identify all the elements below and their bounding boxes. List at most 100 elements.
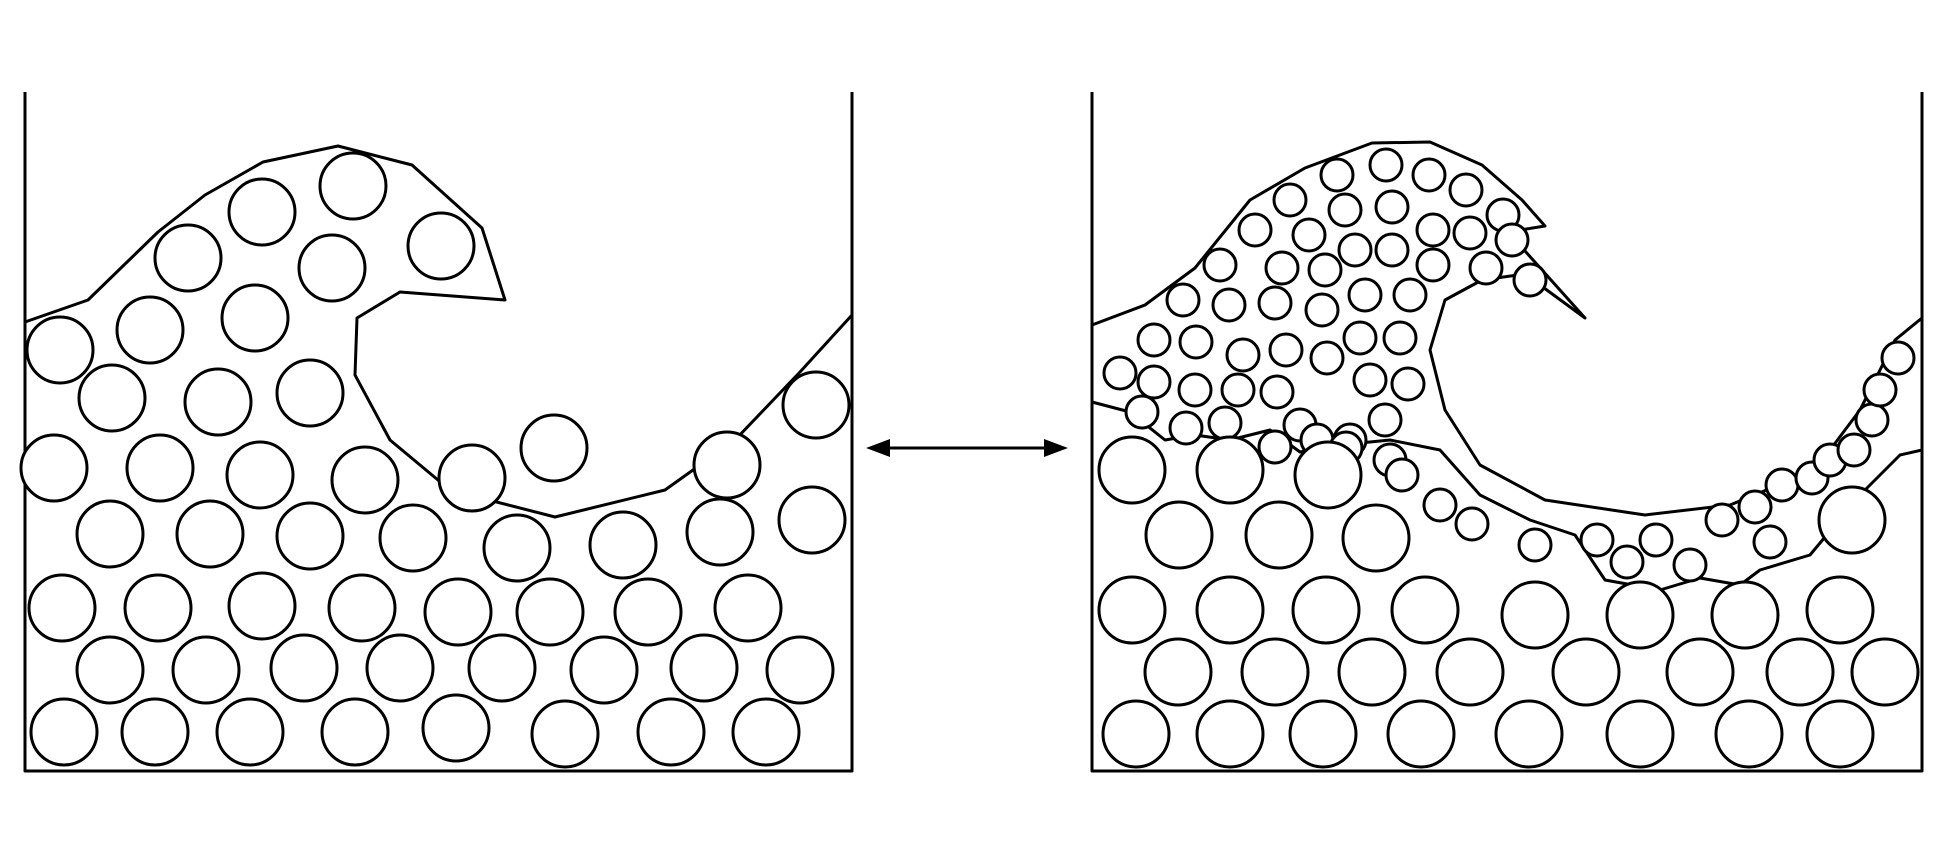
- small-particle: [1202, 247, 1238, 283]
- left-panel: [19, 92, 854, 773]
- large-particle: [1817, 485, 1887, 555]
- small-particle: [1415, 212, 1451, 248]
- small-particle: [1207, 405, 1243, 441]
- large-particle: [1337, 637, 1407, 707]
- large-particle: [1341, 503, 1411, 573]
- large-particle: [1195, 435, 1265, 505]
- large-particle: [482, 513, 552, 583]
- large-particle: [1293, 440, 1363, 510]
- large-particle: [1244, 500, 1314, 570]
- large-particle: [777, 485, 847, 555]
- small-particle: [1374, 189, 1410, 225]
- small-particle: [1517, 527, 1553, 563]
- small-particle: [1422, 487, 1458, 523]
- small-particle: [1411, 157, 1447, 193]
- small-particle: [1102, 355, 1138, 391]
- large-particle: [175, 499, 245, 569]
- large-particle: [569, 635, 639, 705]
- large-particle: [1665, 637, 1735, 707]
- large-particle: [1288, 699, 1358, 769]
- small-particle: [1124, 394, 1160, 430]
- small-particle: [1337, 232, 1373, 268]
- large-particle: [19, 433, 89, 503]
- small-particle: [1237, 212, 1273, 248]
- large-particle: [1143, 637, 1213, 707]
- small-particle: [1862, 372, 1898, 408]
- small-particle: [1225, 337, 1261, 373]
- large-particle: [1805, 699, 1875, 769]
- large-particle: [692, 430, 762, 500]
- large-particle: [1765, 637, 1835, 707]
- small-particle: [1347, 277, 1383, 313]
- right-panel: [1090, 92, 1924, 773]
- large-particle: [77, 363, 147, 433]
- small-particle: [1367, 402, 1403, 438]
- small-particle: [1415, 247, 1451, 283]
- small-particle: [1165, 282, 1201, 318]
- large-particle: [125, 433, 195, 503]
- large-particle: [588, 510, 658, 580]
- large-particle: [467, 633, 537, 703]
- small-particle: [1468, 250, 1504, 286]
- small-particle: [1304, 292, 1340, 328]
- small-particle: [1452, 215, 1488, 251]
- large-particle: [297, 233, 367, 303]
- small-particle: [1327, 192, 1363, 228]
- small-particle: [1384, 457, 1420, 493]
- container-outline: [1090, 92, 1924, 773]
- large-particle: [1291, 575, 1361, 645]
- small-particle: [1737, 489, 1773, 525]
- large-particle: [669, 633, 739, 703]
- large-particle: [75, 499, 145, 569]
- layer-boundary-line: [1091, 400, 1923, 592]
- large-particle: [1195, 699, 1265, 769]
- small-particle: [1454, 506, 1490, 542]
- small-particle: [1168, 410, 1204, 446]
- small-particle: [1136, 322, 1172, 358]
- large-particle: [123, 573, 193, 643]
- large-particle: [153, 223, 223, 293]
- small-particle: [1448, 172, 1484, 208]
- small-particle: [1309, 340, 1345, 376]
- large-particle: [1805, 575, 1875, 645]
- large-particle: [613, 577, 683, 647]
- large-particle: [1195, 575, 1265, 645]
- large-particle: [29, 697, 99, 767]
- large-particle: [519, 413, 589, 483]
- large-particle: [120, 697, 190, 767]
- small-particle: [1672, 547, 1708, 583]
- large-particle: [1240, 637, 1310, 707]
- small-particle: [1579, 522, 1615, 558]
- large-particle: [1390, 575, 1460, 645]
- small-particle: [1272, 182, 1308, 218]
- small-particle: [1220, 372, 1256, 408]
- large-particle: [1710, 580, 1780, 650]
- small-particle: [1764, 467, 1800, 503]
- small-particle: [1257, 285, 1293, 321]
- large-particle: [685, 497, 755, 567]
- large-particle: [1551, 637, 1621, 707]
- large-particle: [227, 177, 297, 247]
- small-particle: [1752, 524, 1788, 560]
- large-particle: [1097, 575, 1167, 645]
- large-particle: [1714, 699, 1784, 769]
- large-particle: [27, 573, 97, 643]
- large-particle: [1101, 699, 1171, 769]
- small-particle: [1257, 429, 1293, 465]
- small-particle: [1494, 222, 1530, 258]
- small-particle: [1880, 340, 1916, 376]
- large-particle: [636, 697, 706, 767]
- small-particle: [1268, 332, 1304, 368]
- large-particle: [530, 699, 600, 769]
- large-particle: [731, 697, 801, 767]
- small-particle: [1836, 432, 1872, 468]
- large-particle: [327, 573, 397, 643]
- small-particle: [1136, 364, 1172, 400]
- large-particle: [115, 295, 185, 365]
- large-particle: [171, 635, 241, 705]
- large-particle: [378, 503, 448, 573]
- double-headed-arrow-icon: [866, 439, 1068, 457]
- large-particle: [365, 633, 435, 703]
- large-particle: [1494, 699, 1564, 769]
- small-particle: [1259, 374, 1295, 410]
